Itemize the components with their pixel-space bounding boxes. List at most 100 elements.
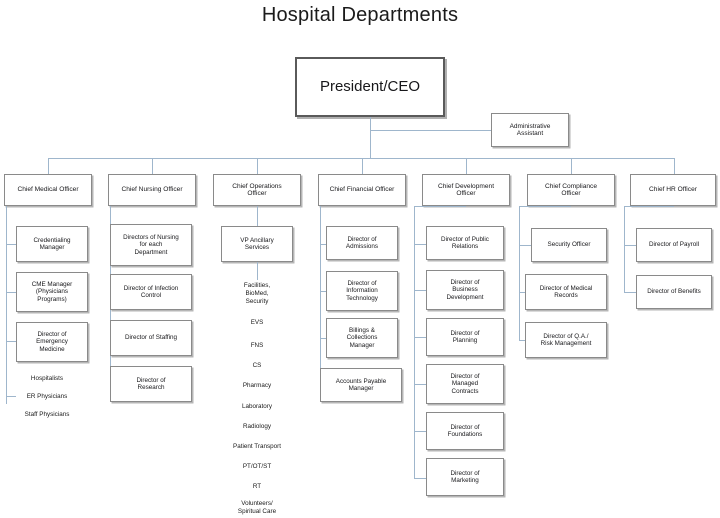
node-label: Director of Managed Contracts [450,373,480,395]
connector-stub-col-5-5 [414,478,426,479]
leaf-laboratory: Laboratory [216,401,298,413]
node-director-of-admissions[interactable]: Director of Admissions [326,226,398,260]
node-director-of-marketing[interactable]: Director of Marketing [426,458,504,496]
node-accounts-payable-manager[interactable]: Accounts Payable Manager [320,368,402,402]
connector-spine-col-7 [624,206,625,292]
node-label: Director of Staffing [124,334,178,342]
connector-stub-col-7-0 [624,245,636,246]
leaf-pharmacy: Pharmacy [216,380,298,392]
node-cme-manager[interactable]: CME Manager (Physicians Programs) [16,272,88,312]
node-director-qa-risk-management[interactable]: Director of Q.A./ Risk Management [525,322,607,358]
leaf-label: Facilities, BioMed, Security [243,282,271,305]
node-chief-nursing-officer[interactable]: Chief Nursing Officer [108,174,196,206]
node-security-officer[interactable]: Security Officer [531,228,607,262]
leaf-label: EVS [250,319,264,327]
leaf-label: Pharmacy [242,382,272,390]
leaf-label: Volunteers/ Spiritual Care [237,500,277,515]
connector-stub-col-6-0 [519,245,531,246]
node-director-information-technology[interactable]: Director of Information Technology [326,271,398,311]
node-director-medical-records[interactable]: Director of Medical Records [525,274,607,310]
node-director-emergency-medicine[interactable]: Director of Emergency Medicine [16,322,88,362]
node-director-of-planning[interactable]: Director of Planning [426,318,504,356]
leaf-patient-transport: Patient Transport [211,441,303,453]
leaf-label: FNS [250,342,264,350]
leaf-label: Staff Physicians [24,411,70,419]
node-label: Chief Operations Officer [232,182,282,197]
node-chief-financial-officer[interactable]: Chief Financial Officer [318,174,406,206]
leaf-label: PT/OT/ST [242,463,272,471]
connector-elbow-col-7 [624,206,674,207]
connector-spine-col-5 [414,206,415,478]
node-vp-ancillary-services[interactable]: VP Ancillary Services [221,226,293,262]
node-label: Chief Financial Officer [329,186,395,194]
node-label: Directors of Nursing for each Department [123,234,179,256]
node-label: Director of Infection Control [123,284,179,299]
connector-stub-col-5-2 [414,337,426,338]
node-director-business-development[interactable]: Director of Business Development [426,270,504,310]
node-label: Director of Business Development [446,279,484,301]
connector-drop-col-6 [571,158,572,174]
node-label: Credentialing Manager [33,236,71,251]
leaf-radiology: Radiology [216,421,298,433]
node-label: Administrative Assistant [509,122,551,137]
leaf-rt: RT [216,481,298,493]
node-chief-compliance-officer[interactable]: Chief Compliance Officer [527,174,615,206]
node-label: Security Officer [547,241,591,249]
connector-stub-col-5-1 [414,290,426,291]
connector-stub-col-1-0 [6,244,16,245]
connector-drop-col-1 [48,158,49,174]
leaf-cs: CS [216,360,298,372]
connector-drop-col-7 [674,158,675,174]
connector-stub-col-1-2 [6,341,16,342]
connector-stub-col-4-0 [320,244,330,245]
leaf-label: Hospitalists [30,375,64,383]
node-label: CME Manager (Physicians Programs) [31,281,73,303]
connector-elbow-col-6 [519,206,571,207]
node-label: Director of Planning [450,329,480,344]
node-administrative-assistant[interactable]: Administrative Assistant [491,113,569,147]
node-director-managed-contracts[interactable]: Director of Managed Contracts [426,364,504,404]
node-label: Director of Payroll [648,241,700,249]
leaf-facilities-biomed-security: Facilities, BioMed, Security [216,280,298,308]
node-chief-development-officer[interactable]: Chief Development Officer [422,174,510,206]
node-director-of-foundations[interactable]: Director of Foundations [426,412,504,450]
node-director-of-staffing[interactable]: Director of Staffing [110,320,192,356]
node-billings-collections-manager[interactable]: Billings & Collections Manager [326,318,398,358]
leaf-label: ER Physicians [26,393,68,401]
node-label: Accounts Payable Manager [335,377,387,392]
node-director-infection-control[interactable]: Director of Infection Control [110,274,192,310]
connector-stub-col-5-3 [414,384,426,385]
connector-stub-col-4-2 [320,338,330,339]
connector-stub-col-5-0 [414,244,426,245]
connector-drop-col-4 [362,158,363,174]
node-director-of-benefits[interactable]: Director of Benefits [636,275,712,309]
connector-ceo-to-admin [370,130,491,131]
connector-stub-col-1-leaf [6,396,16,397]
node-credentialing-manager[interactable]: Credentialing Manager [16,226,88,262]
page-title: Hospital Departments [261,4,459,26]
node-label: Chief Nursing Officer [121,186,183,194]
node-chief-hr-officer[interactable]: Chief HR Officer [630,174,716,206]
connector-stub-col-5-4 [414,431,426,432]
connector-ceo-stem [370,117,371,158]
connector-stub-col-7-1 [624,292,636,293]
node-chief-operations-officer[interactable]: Chief Operations Officer [213,174,301,206]
connector-stub-col-4-1 [320,291,330,292]
connector-spine-col-1 [6,206,7,404]
node-directors-of-nursing[interactable]: Directors of Nursing for each Department [110,224,192,266]
node-director-of-research[interactable]: Director of Research [110,366,192,402]
leaf-er-physicians: ER Physicians [6,390,88,404]
node-label: President/CEO [319,77,421,95]
connector-drop-col-3 [257,158,258,174]
node-label: Billings & Collections Manager [346,327,378,349]
leaf-volunteers-spiritual-care: Volunteers/ Spiritual Care [216,498,298,518]
leaf-fns: FNS [216,340,298,352]
node-label: Chief Development Officer [437,182,495,197]
node-director-public-relations[interactable]: Director of Public Relations [426,226,504,260]
node-president-ceo[interactable]: President/CEO [295,57,445,117]
node-label: Director of Admissions [345,235,379,250]
node-chief-medical-officer[interactable]: Chief Medical Officer [4,174,92,206]
node-director-of-payroll[interactable]: Director of Payroll [636,228,712,262]
connector-stem-col-3 [257,206,258,226]
